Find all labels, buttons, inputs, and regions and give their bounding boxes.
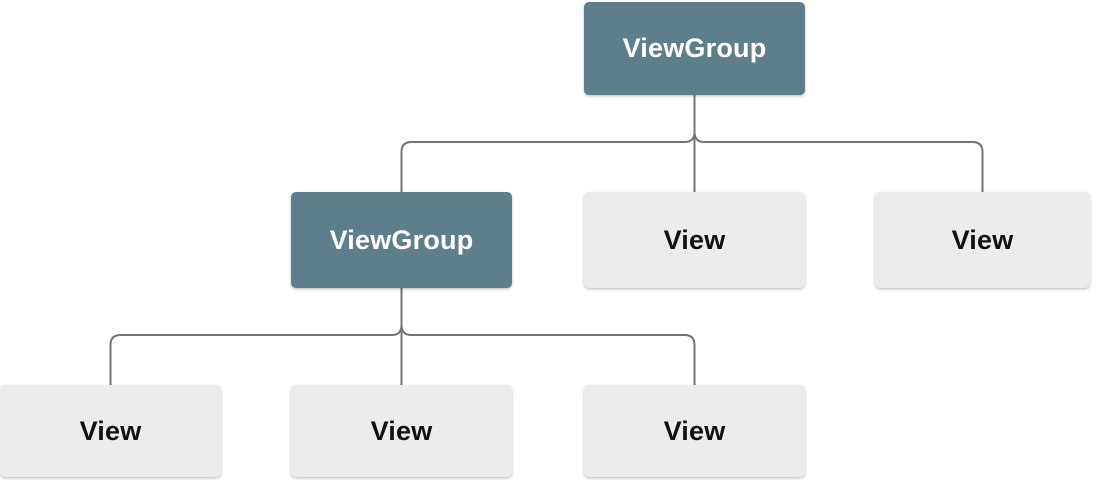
node-grandchild-view-3: View [584, 385, 805, 477]
node-child-view-1-label: View [663, 224, 726, 255]
node-grandchild-view-1-label: View [79, 415, 142, 446]
node-grandchild-view-2-label: View [370, 415, 433, 446]
node-grandchild-view-2: View [291, 385, 512, 477]
edge-childgroup-to-grandchild-view-1 [109, 288, 403, 385]
node-child-view-2-label: View [951, 224, 1014, 255]
edge-childgroup-to-grandchild-view-3 [400, 288, 696, 385]
edge-root-to-child-viewgroup [400, 95, 696, 192]
edge-root-to-child-view-2 [693, 95, 984, 192]
node-root-viewgroup-label: ViewGroup [622, 33, 767, 63]
node-root-viewgroup: ViewGroup [584, 2, 805, 95]
node-child-viewgroup: ViewGroup [291, 192, 512, 288]
node-child-view-2: View [875, 192, 1090, 288]
node-child-view-1: View [584, 192, 805, 288]
node-grandchild-view-3-label: View [663, 415, 726, 446]
node-grandchild-view-1: View [0, 385, 221, 477]
node-child-viewgroup-label: ViewGroup [329, 224, 474, 255]
